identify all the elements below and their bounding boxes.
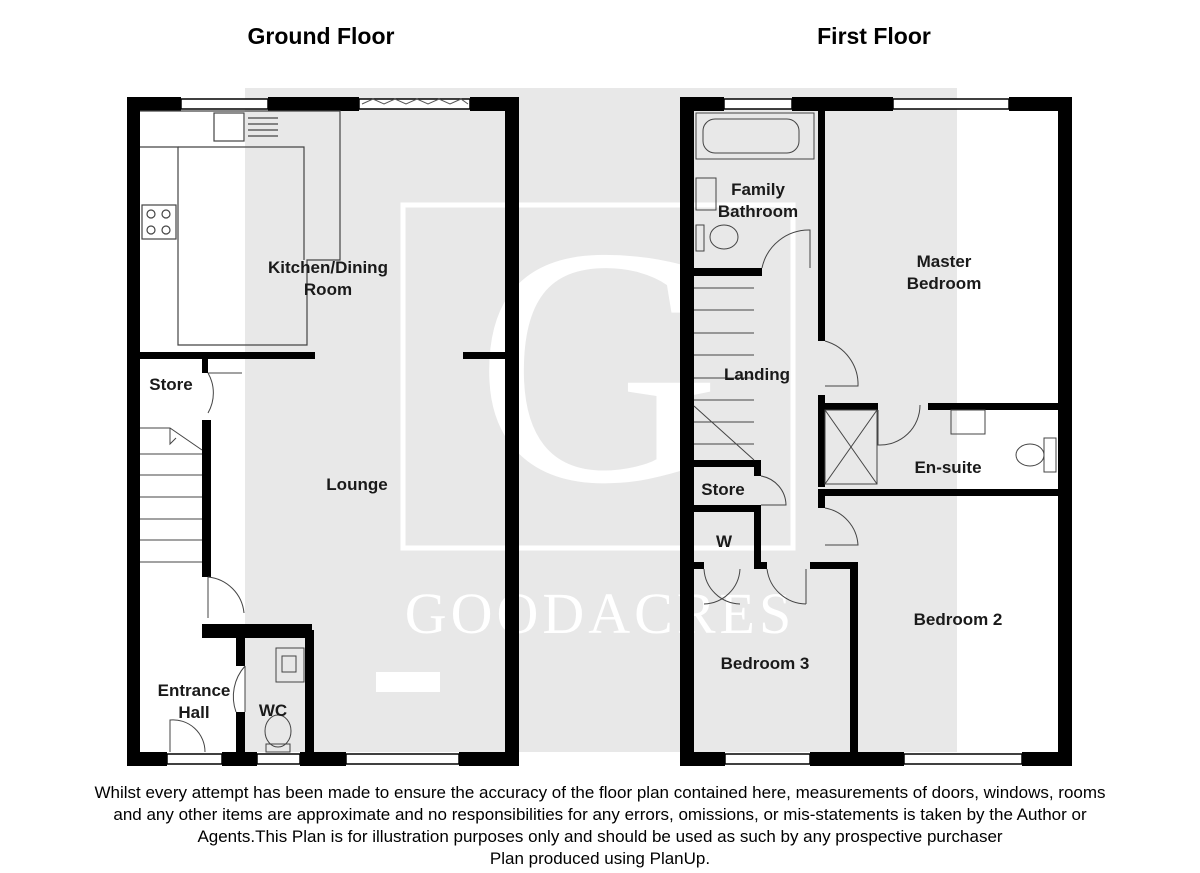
watermark-brand: GOODACRES — [405, 581, 796, 646]
wc-door — [232, 665, 246, 713]
ground-labels: Kitchen/Dining Room Store Lounge Entranc… — [149, 258, 388, 722]
ensuite-fixtures — [824, 409, 1057, 485]
room-label-master: Bedroom — [907, 274, 982, 293]
room-label-wardrobe: W — [716, 532, 733, 551]
first-doors — [703, 340, 921, 605]
room-label-kitchen: Room — [304, 280, 352, 299]
bifold-door — [358, 98, 471, 110]
room-label-lounge: Lounge — [326, 475, 387, 494]
room-label-bathroom: Bathroom — [718, 202, 798, 221]
room-label-entrance-hall: Hall — [178, 703, 209, 722]
bedroom2-door — [824, 507, 859, 546]
master-door — [824, 340, 859, 387]
toilet — [1015, 443, 1045, 467]
ground-doors — [166, 372, 246, 765]
room-label-ensuite: En-suite — [914, 458, 981, 477]
disclaimer-line: Whilst every attempt has been made to en… — [94, 783, 1106, 802]
window — [723, 98, 793, 110]
disclaimer: Whilst every attempt has been made to en… — [0, 782, 1200, 870]
window — [724, 753, 811, 765]
toilet — [264, 714, 292, 748]
basin — [695, 177, 717, 211]
room-label-store: Store — [149, 375, 192, 394]
kitchen-fixtures — [140, 110, 341, 346]
basin — [275, 647, 305, 683]
room-label-kitchen: Kitchen/Dining — [268, 258, 388, 277]
window — [180, 98, 269, 110]
bathroom-fixtures — [695, 112, 815, 269]
basin — [950, 409, 986, 435]
first-windows — [723, 98, 1023, 765]
front-door — [169, 719, 206, 753]
watermark-frame — [400, 202, 796, 551]
disclaimer-line: Plan produced using PlanUp. — [489, 849, 711, 868]
window — [892, 98, 1010, 110]
hob — [141, 204, 177, 240]
room-label-store: Store — [701, 480, 744, 499]
sink — [213, 112, 245, 142]
landing-store-door — [760, 475, 787, 506]
bathroom-door — [761, 229, 811, 269]
wc-fixtures — [264, 647, 305, 753]
wardrobe-doors — [703, 568, 741, 605]
first-floor: Family Bathroom Master Bedroom Landing E… — [680, 97, 1072, 766]
watermark-panel — [245, 88, 957, 752]
shower — [824, 409, 878, 485]
window — [903, 753, 1023, 765]
room-label-bedroom-3: Bedroom 3 — [721, 654, 810, 673]
first-stairs — [693, 287, 755, 461]
room-label-landing: Landing — [724, 365, 790, 384]
room-label-entrance-hall: Entrance — [158, 681, 231, 700]
ground-floor-title: Ground Floor — [248, 23, 395, 49]
ground-outer-walls — [127, 97, 519, 766]
window — [345, 753, 460, 765]
bifold-door-zigzag — [361, 98, 469, 105]
first-internal-walls — [694, 111, 1058, 752]
first-floor-title: First Floor — [817, 23, 931, 49]
first-labels: Family Bathroom Master Bedroom Landing E… — [701, 180, 1002, 673]
store-door — [207, 372, 242, 414]
bath — [695, 112, 815, 160]
room-label-bathroom: Family — [731, 180, 785, 199]
disclaimer-line: Agents.This Plan is for illustration pur… — [197, 827, 1003, 846]
toilet — [709, 224, 739, 250]
ensuite-door — [877, 404, 921, 446]
room-label-master: Master — [917, 252, 972, 271]
room-label-bedroom-2: Bedroom 2 — [914, 610, 1003, 629]
room-label-wc: WC — [259, 701, 287, 720]
disclaimer-line: and any other items are approximate and … — [113, 805, 1087, 824]
first-outer-walls — [680, 97, 1072, 766]
ground-internal-walls — [140, 352, 505, 766]
ground-stairs — [140, 427, 203, 563]
hall-door — [207, 576, 245, 618]
ground-windows — [180, 98, 471, 765]
kitchen-counter — [140, 110, 341, 346]
ground-floor: Kitchen/Dining Room Store Lounge Entranc… — [127, 97, 519, 766]
bedroom3-door — [766, 568, 807, 605]
fireplace-hearth — [376, 672, 440, 692]
window — [256, 753, 301, 765]
